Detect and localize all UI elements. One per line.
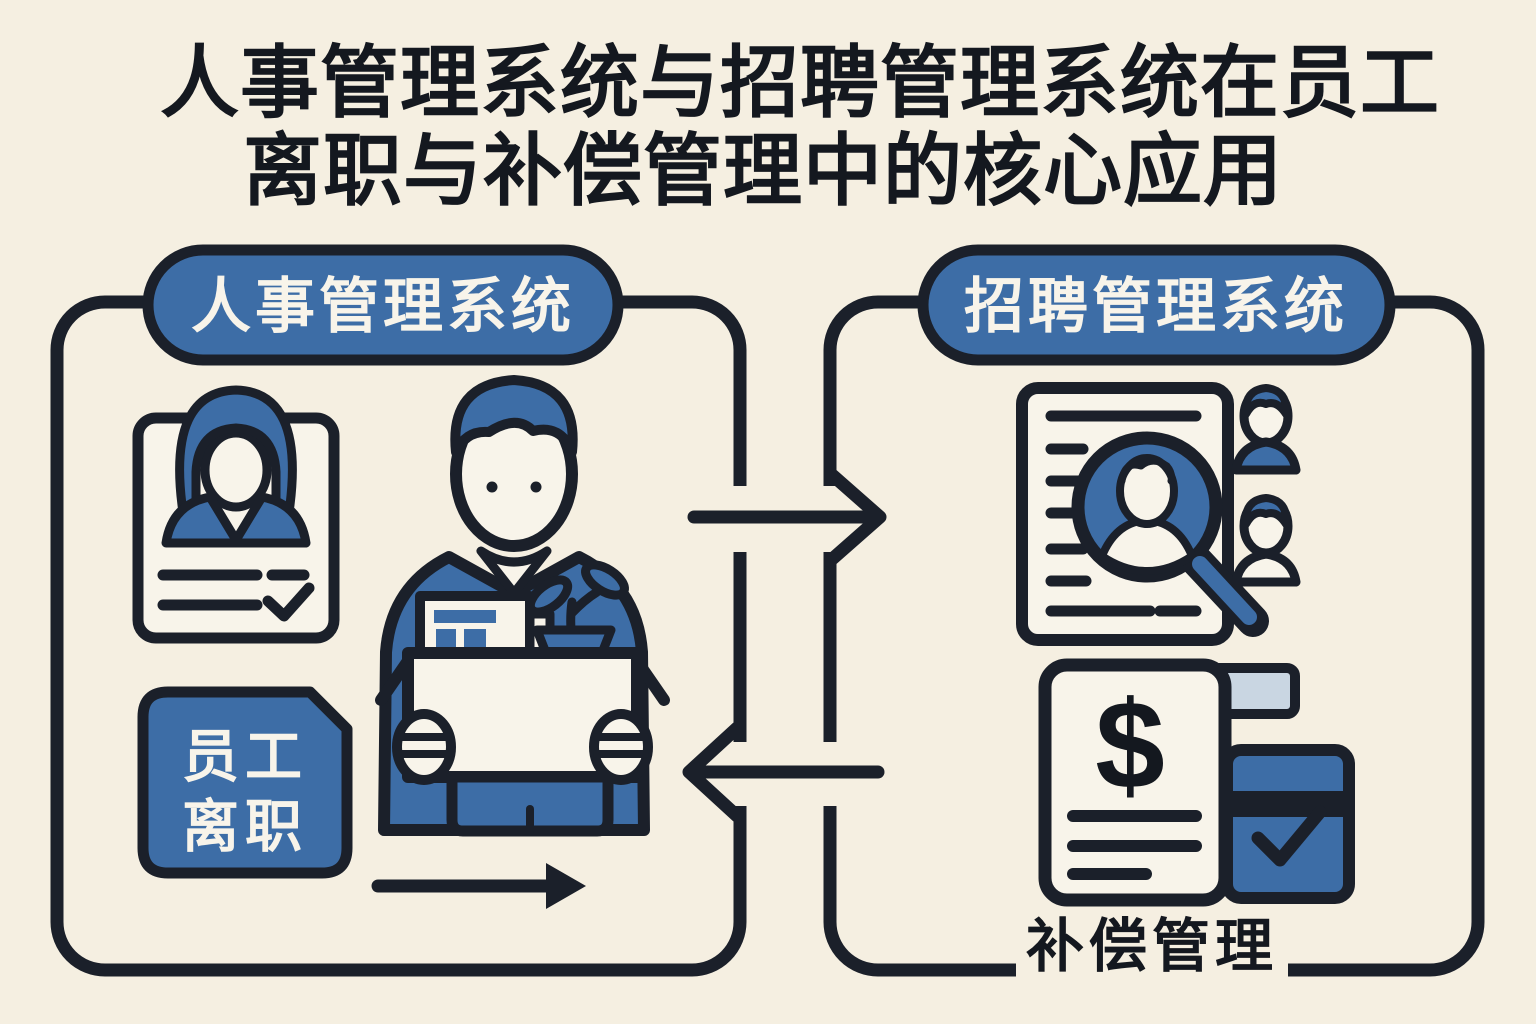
flow-arrows: [682, 466, 887, 823]
employee-pants: [446, 771, 614, 837]
magnifier-icon: [1071, 431, 1269, 637]
right-panel-header-pill: 招聘管理系统: [917, 244, 1396, 366]
left-panel-header-pill: 人事管理系统: [142, 244, 624, 366]
candidate-face: [1116, 454, 1178, 528]
employee-profile-card-icon: [132, 385, 340, 644]
profile-shoulders: [161, 492, 311, 548]
compensation-document-icon: $: [1038, 658, 1355, 907]
left-panel-header-label: 人事管理系统: [191, 273, 575, 340]
left-hand: [392, 709, 456, 785]
payment-card-icon: [1221, 744, 1355, 904]
dollar-sign: $: [1095, 676, 1165, 815]
right-hand: [589, 709, 653, 785]
badge-line-2: 离职: [182, 795, 308, 859]
employee-hair: [450, 375, 578, 457]
right-panel-header-label: 招聘管理系统: [964, 273, 1348, 340]
process-arrow-icon: [371, 863, 586, 909]
employee-exit-badge: 员工 离职: [137, 686, 353, 879]
candidate-avatar-1: [1231, 384, 1301, 475]
checkmark: [262, 582, 315, 622]
right-panel: 招聘管理系统: [917, 244, 1396, 979]
candidate-avatar-2: [1231, 494, 1301, 587]
left-panel: 人事管理系统 员工 离职: [132, 244, 670, 909]
title-line-2: 离职与补偿管理中的核心应用: [243, 126, 1283, 215]
arrow-left-to-right-icon: [687, 466, 887, 568]
candidate-face-shoulders: [1098, 516, 1196, 575]
shirt-collar: [476, 546, 552, 598]
title-line-1: 人事管理系统与招聘管理系统在员工: [160, 38, 1440, 127]
badge-line-1: 员工: [182, 725, 308, 789]
card-checkmark: [1251, 805, 1327, 867]
candidate-avatars-icon: [1231, 384, 1301, 587]
profile-face: [200, 428, 272, 512]
departing-employee-with-box-icon: [375, 375, 670, 837]
resume-screening-icon: [1016, 382, 1269, 646]
arrow-right-to-left-icon: [682, 721, 885, 823]
compensation-label: 补偿管理: [1026, 914, 1278, 979]
